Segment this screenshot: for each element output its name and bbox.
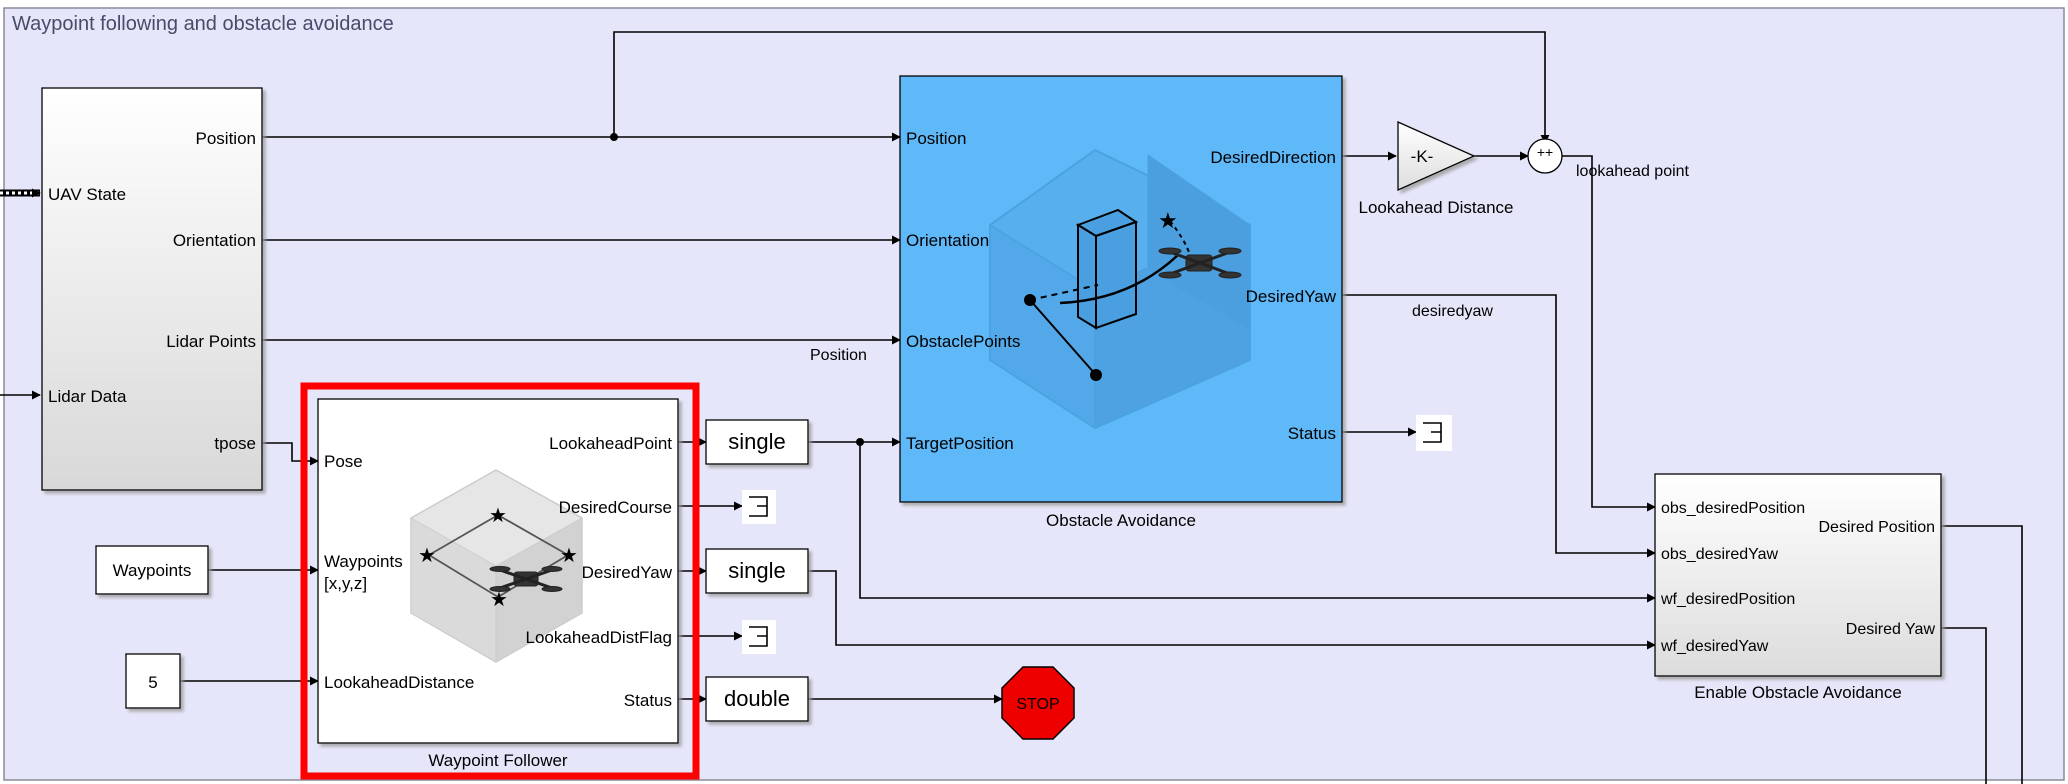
port-out-desired-yaw: DesiredYaw (582, 563, 673, 582)
waypoints-constant-value: Waypoints (113, 561, 192, 580)
signal-label-desiredyaw: desiredyaw (1412, 303, 1493, 320)
gain-value: -K- (1411, 147, 1434, 166)
port-in-uav-state: UAV State (48, 185, 126, 204)
subsystem-title: Waypoint following and obstacle avoidanc… (12, 13, 394, 35)
convert-single-block-1[interactable]: single (705, 419, 809, 465)
port-out-orientation: Orientation (173, 231, 256, 250)
convert-single-label-2: single (728, 558, 785, 583)
port-in-pose: Pose (324, 452, 363, 471)
lookahead-constant-value: 5 (148, 673, 157, 692)
port-in-wf-desired-position: wf_desiredPosition (1660, 591, 1795, 608)
convert-single-block-2[interactable]: single (705, 548, 809, 594)
port-in-oa-position: Position (906, 129, 966, 148)
port-out-position: Position (196, 129, 256, 148)
waypoint-follower-icon: ★ ★ ★ ★ (410, 469, 583, 663)
port-in-lookahead-distance: LookaheadDistance (324, 673, 474, 692)
port-out-oa-desired-yaw: DesiredYaw (1246, 287, 1337, 306)
signal-label-position: Position (810, 347, 867, 364)
port-out-tpose: tpose (214, 434, 256, 453)
port-in-waypoints: Waypoints (324, 552, 403, 571)
terminator-desired-course[interactable] (742, 490, 776, 524)
port-in-wf-desired-yaw: wf_desiredYaw (1660, 638, 1769, 655)
enable-obstacle-avoidance-block[interactable]: obs_desiredPosition obs_desiredYaw wf_de… (1654, 473, 1942, 677)
signal-lines (0, 31, 2023, 784)
svg-text:★: ★ (418, 543, 436, 567)
port-out-desired-direction: DesiredDirection (1210, 148, 1336, 167)
uav-sensor-block[interactable]: UAV State Lidar Data Position Orientatio… (41, 87, 263, 491)
convert-double-block[interactable]: double (705, 676, 809, 722)
port-in-lidar-data: Lidar Data (48, 387, 127, 406)
enable-obstacle-avoidance-name: Enable Obstacle Avoidance (1694, 683, 1902, 702)
svg-text:★: ★ (489, 503, 507, 527)
convert-double-label: double (724, 686, 790, 711)
svg-text:★: ★ (1158, 209, 1178, 234)
stop-label: STOP (1016, 696, 1059, 713)
port-in-obs-desired-yaw: obs_desiredYaw (1661, 546, 1779, 563)
waypoints-constant-block[interactable]: Waypoints (95, 545, 209, 595)
port-out-desired-course: DesiredCourse (559, 498, 672, 517)
obstacle-avoidance-name: Obstacle Avoidance (1046, 511, 1196, 530)
svg-text:★: ★ (490, 587, 508, 611)
port-out-oa-status: Status (1288, 424, 1336, 443)
lookahead-constant-block[interactable]: 5 (125, 653, 181, 709)
gain-block[interactable]: -K- (1397, 120, 1476, 192)
svg-text:★: ★ (560, 543, 578, 567)
obstacle-avoidance-block[interactable]: ★ Position Orientation ObstaclePoints Ta… (899, 75, 1343, 503)
port-out-desired-position: Desired Position (1819, 519, 1936, 536)
waypoint-follower-block[interactable]: ★ ★ ★ ★ Pose Waypoints [x,y,z] Lookahead… (317, 398, 679, 744)
selection-highlight (300, 382, 700, 780)
sum-signs: ++ (1537, 144, 1553, 160)
gain-name: Lookahead Distance (1358, 198, 1513, 217)
waypoint-follower-name: Waypoint Follower (428, 751, 568, 770)
port-in-obs-desired-position: obs_desiredPosition (1661, 500, 1805, 517)
obstacle-avoidance-icon: ★ (989, 148, 1251, 430)
sum-block[interactable]: ++ (1527, 138, 1563, 174)
port-out-lidar-points: Lidar Points (166, 332, 256, 351)
terminator-lookahead-dist-flag[interactable] (742, 620, 776, 654)
port-in-target-position: TargetPosition (906, 434, 1014, 453)
terminator-obstacle-status[interactable] (1416, 415, 1452, 451)
port-out-lookahead-point: LookaheadPoint (549, 434, 672, 453)
convert-single-label-1: single (728, 429, 785, 454)
port-out-lookahead-dist-flag: LookaheadDistFlag (526, 628, 672, 647)
stop-block[interactable]: STOP (1001, 666, 1075, 740)
signal-label-lookahead-point: lookahead point (1576, 163, 1690, 180)
port-in-waypoints-xyz: [x,y,z] (324, 574, 367, 593)
port-in-obstacle-points: ObstaclePoints (906, 332, 1020, 351)
port-out-status: Status (624, 691, 672, 710)
port-in-oa-orientation: Orientation (906, 231, 989, 250)
port-out-desired-yaw: Desired Yaw (1846, 621, 1936, 638)
